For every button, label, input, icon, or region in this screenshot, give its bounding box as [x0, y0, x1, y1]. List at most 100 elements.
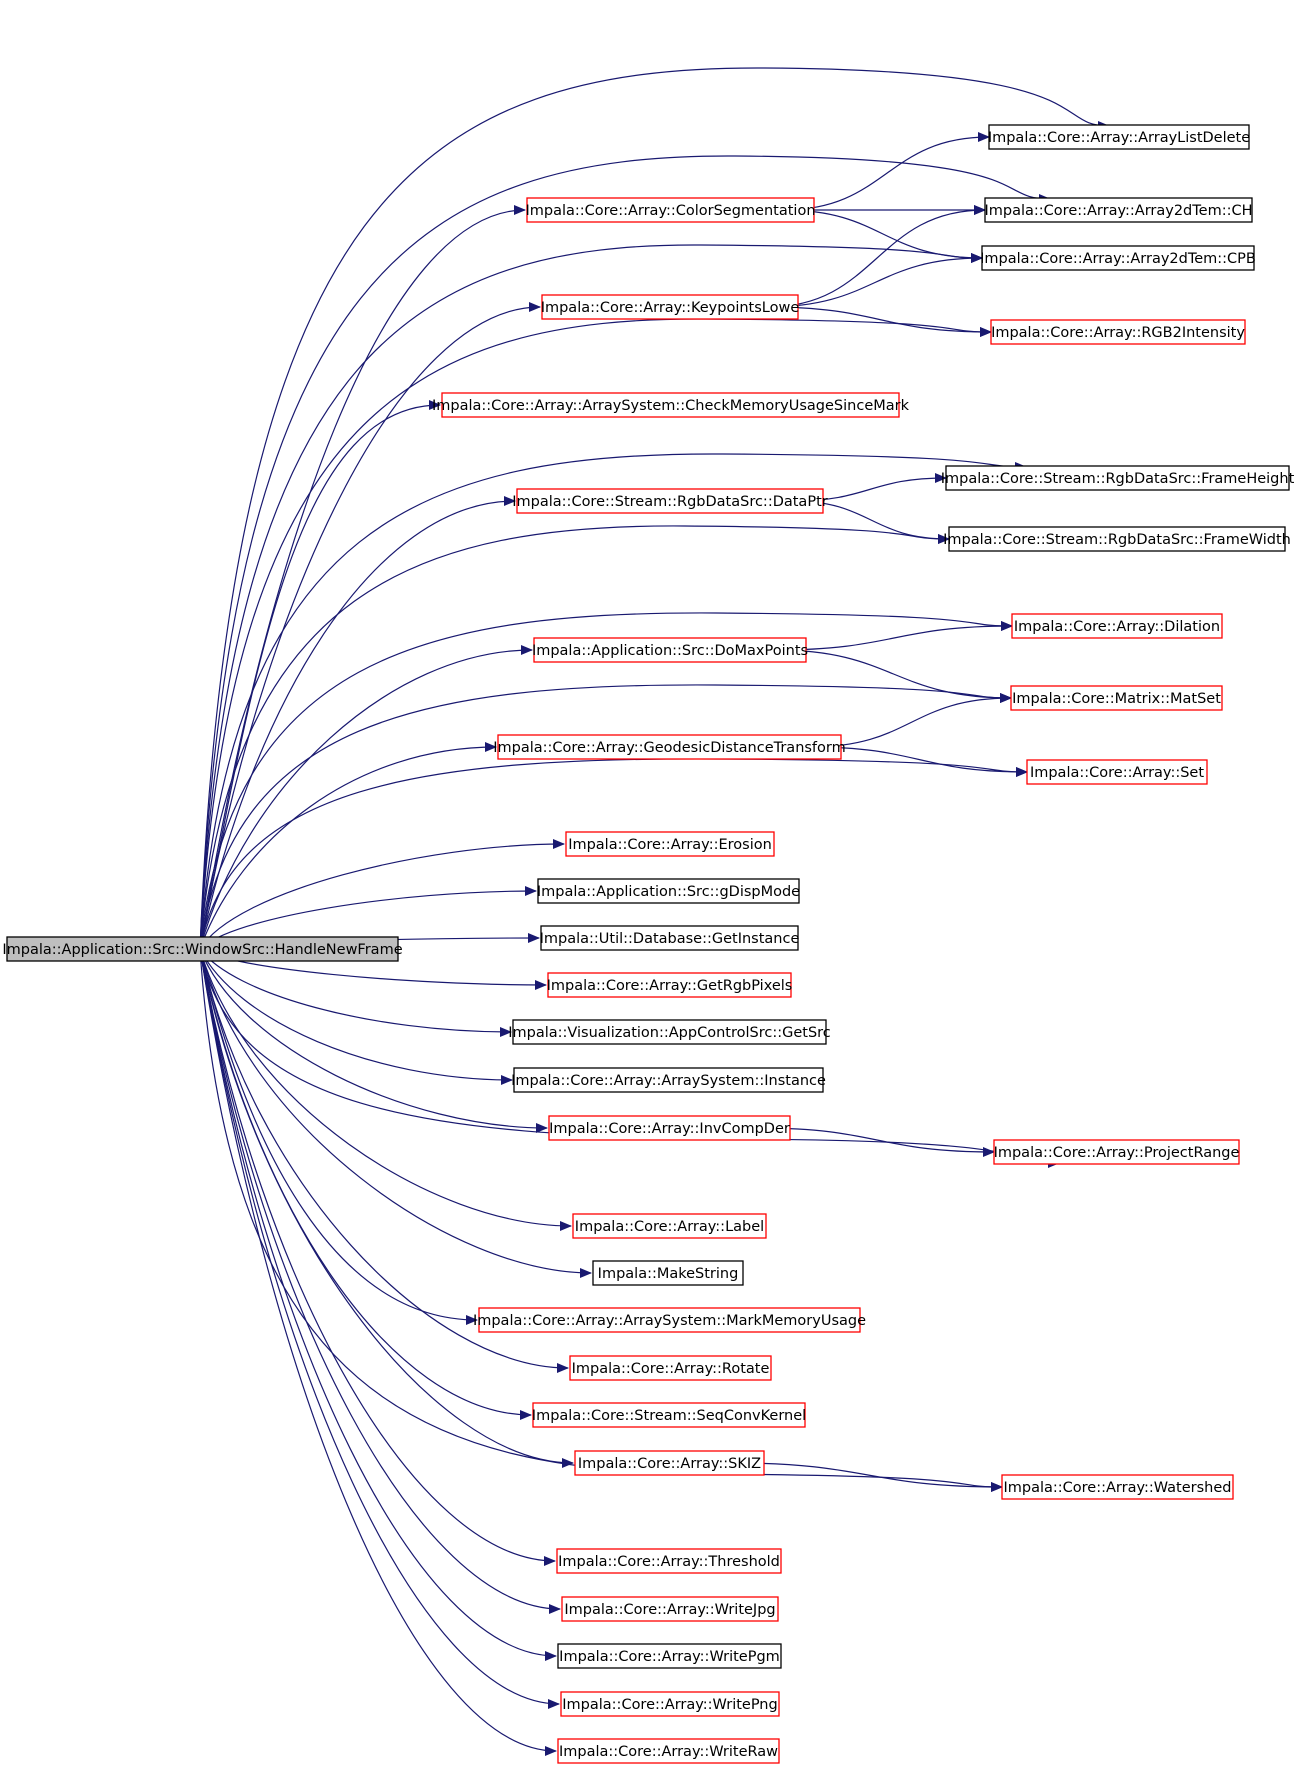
- edge-root-to-checkmem: [199, 400, 441, 950]
- edge-root-to-keypoints: [199, 302, 541, 950]
- node-box: [984, 197, 1253, 223]
- node-label: Impala::Core::Array::Dilation: [1014, 619, 1220, 635]
- node-gdisp[interactable]: Impala::Application::Src::gDispMode: [537, 878, 800, 904]
- node-frameheight[interactable]: Impala::Core::Stream::RgbDataSrc::FrameH…: [941, 465, 1295, 491]
- node-label: Impala::Core::Array::GetRgbPixels: [547, 978, 793, 994]
- node-domax[interactable]: Impala::Application::Src::DoMaxPoints: [532, 637, 808, 663]
- edge-root-to-getsrc: [199, 948, 512, 1037]
- node-array2dcpb[interactable]: Impala::Core::Array::Array2dTem::CPB: [980, 245, 1256, 271]
- node-getrgb[interactable]: Impala::Core::Array::GetRgbPixels: [547, 972, 793, 998]
- node-invcomp[interactable]: Impala::Core::Array::InvCompDer: [548, 1115, 791, 1141]
- node-getinstance[interactable]: Impala::Util::Database::GetInstance: [540, 925, 800, 951]
- edge-root-to-dataptr: [199, 496, 516, 950]
- node-rgb2int[interactable]: Impala::Core::Array::RGB2Intensity: [990, 319, 1246, 345]
- node-getsrc[interactable]: Impala::Visualization::AppControlSrc::Ge…: [508, 1019, 831, 1045]
- node-label: Impala::Core::Array::Label: [575, 1219, 764, 1235]
- node-label: Impala::Visualization::AppControlSrc::Ge…: [508, 1025, 831, 1041]
- edge-keypoints-to-array2dcpb: [767, 253, 983, 308]
- edge-root-to-threshold: [199, 948, 556, 1566]
- node-skiz[interactable]: Impala::Core::Array::SKIZ: [574, 1450, 765, 1476]
- node-box: [988, 124, 1250, 150]
- node-box: [990, 319, 1246, 345]
- node-box: [572, 1213, 767, 1239]
- node-array2dch[interactable]: Impala::Core::Array::Array2dTem::CH: [984, 197, 1253, 223]
- node-box: [981, 245, 1255, 271]
- node-label: Impala::Core::Array::Rotate: [572, 1361, 770, 1377]
- node-writepgm[interactable]: Impala::Core::Array::WritePgm: [557, 1643, 782, 1669]
- node-label: Impala::Core::Array::ArraySystem::CheckM…: [432, 398, 910, 414]
- node-set[interactable]: Impala::Core::Array::Set: [1026, 759, 1208, 785]
- edge-root-to-matset: [199, 684, 1012, 950]
- node-arraylistdelete[interactable]: Impala::Core::Array::ArrayListDelete: [988, 124, 1250, 150]
- edge-root-to-writejpg: [199, 948, 561, 1614]
- node-watershed[interactable]: Impala::Core::Array::Watershed: [1001, 1474, 1234, 1500]
- node-dataptr[interactable]: Impala::Core::Stream::RgbDataSrc::DataPt…: [512, 488, 828, 514]
- node-box: [540, 925, 799, 951]
- root-node[interactable]: Impala::Application::Src::WindowSrc::Han…: [2, 936, 403, 962]
- node-label: Impala::Core::Array::ProjectRange: [994, 1145, 1240, 1161]
- edge-root-to-label: [199, 948, 572, 1231]
- root-node-box: [6, 936, 399, 962]
- node-label: Impala::Core::Array::ColorSegmentation: [525, 203, 815, 219]
- node-matset[interactable]: Impala::Core::Matrix::MatSet: [1010, 685, 1223, 711]
- node-projectrange[interactable]: Impala::Core::Array::ProjectRange: [993, 1139, 1240, 1165]
- node-colorseg[interactable]: Impala::Core::Array::ColorSegmentation: [525, 197, 816, 223]
- node-box: [565, 831, 775, 857]
- node-keypoints[interactable]: Impala::Core::Array::KeypointsLowe: [541, 294, 800, 320]
- node-box: [1001, 1474, 1234, 1500]
- node-box: [513, 1067, 824, 1093]
- node-threshold[interactable]: Impala::Core::Array::Threshold: [556, 1548, 782, 1574]
- node-framewidth[interactable]: Impala::Core::Stream::RgbDataSrc::FrameW…: [943, 526, 1291, 552]
- node-label: Impala::Core::Array::KeypointsLowe: [541, 300, 800, 316]
- node-geodesic[interactable]: Impala::Core::Array::GeodesicDistanceTra…: [493, 734, 846, 760]
- node-box: [548, 1115, 791, 1141]
- edge-keypoints-to-array2dch: [767, 205, 986, 308]
- node-label: Impala::Core::Array::Array2dTem::CPB: [980, 251, 1256, 267]
- node-box: [512, 1019, 827, 1045]
- node-box: [993, 1139, 1240, 1165]
- node-checkmem[interactable]: Impala::Core::Array::ArraySystem::CheckM…: [432, 392, 910, 418]
- edge-invcomp-to-projectrange: [759, 1127, 995, 1157]
- node-label: Impala::Core::Array::SKIZ: [578, 1456, 761, 1472]
- node-box: [516, 488, 824, 514]
- node-erosion[interactable]: Impala::Core::Array::Erosion: [565, 831, 775, 857]
- edge-keypoints-to-rgb2int: [767, 306, 992, 337]
- node-label: Impala::Core::Array::ArraySystem::Instan…: [511, 1073, 826, 1089]
- edge-root-to-colorseg: [199, 205, 526, 950]
- node-box: [1011, 613, 1223, 639]
- node-writepng[interactable]: Impala::Core::Array::WritePng: [560, 1691, 780, 1717]
- node-box: [532, 1402, 806, 1428]
- node-box: [561, 1596, 779, 1622]
- node-label: Impala::Core::Array::WriteJpg: [564, 1602, 775, 1618]
- node-label: Impala::Core::Array::RGB2Intensity: [991, 325, 1245, 341]
- node-label: Impala::Application::Src::DoMaxPoints: [532, 643, 808, 659]
- node-seqconv[interactable]: Impala::Core::Stream::SeqConvKernel: [532, 1402, 806, 1428]
- edge-domax-to-matset: [775, 649, 1012, 703]
- node-writejpg[interactable]: Impala::Core::Array::WriteJpg: [561, 1596, 779, 1622]
- edges: [199, 67, 1110, 1756]
- nodes: Impala::Application::Src::WindowSrc::Han…: [2, 124, 1295, 1764]
- node-rotate[interactable]: Impala::Core::Array::Rotate: [569, 1355, 772, 1381]
- node-label: Impala::Core::Array::Erosion: [568, 837, 772, 853]
- node-label: Impala::Util::Database::GetInstance: [540, 931, 800, 947]
- node-box: [478, 1307, 861, 1333]
- node-label[interactable]: Impala::Core::Array::Label: [572, 1213, 767, 1239]
- node-box: [441, 392, 900, 418]
- edge-colorseg-to-arraylistdelete: [783, 132, 990, 211]
- edge-skiz-to-watershed: [733, 1462, 1003, 1492]
- node-box: [497, 734, 842, 760]
- node-box: [533, 637, 807, 663]
- node-dilation[interactable]: Impala::Core::Array::Dilation: [1011, 613, 1223, 639]
- node-label: Impala::Core::Stream::RgbDataSrc::DataPt…: [512, 494, 827, 510]
- node-instance[interactable]: Impala::Core::Array::ArraySystem::Instan…: [511, 1067, 826, 1093]
- node-box: [541, 294, 799, 320]
- node-label: Impala::Core::Array::Array2dTem::CH: [985, 203, 1253, 219]
- node-makestring[interactable]: Impala::MakeString: [592, 1260, 744, 1286]
- edge-root-to-array2dch: [199, 155, 1051, 950]
- node-box: [556, 1548, 782, 1574]
- node-writeraw[interactable]: Impala::Core::Array::WriteRaw: [557, 1738, 780, 1764]
- node-markmem[interactable]: Impala::Core::Array::ArraySystem::MarkMe…: [473, 1307, 866, 1333]
- node-box: [560, 1691, 780, 1717]
- edge-root-to-instance: [199, 948, 513, 1085]
- node-box: [948, 526, 1286, 552]
